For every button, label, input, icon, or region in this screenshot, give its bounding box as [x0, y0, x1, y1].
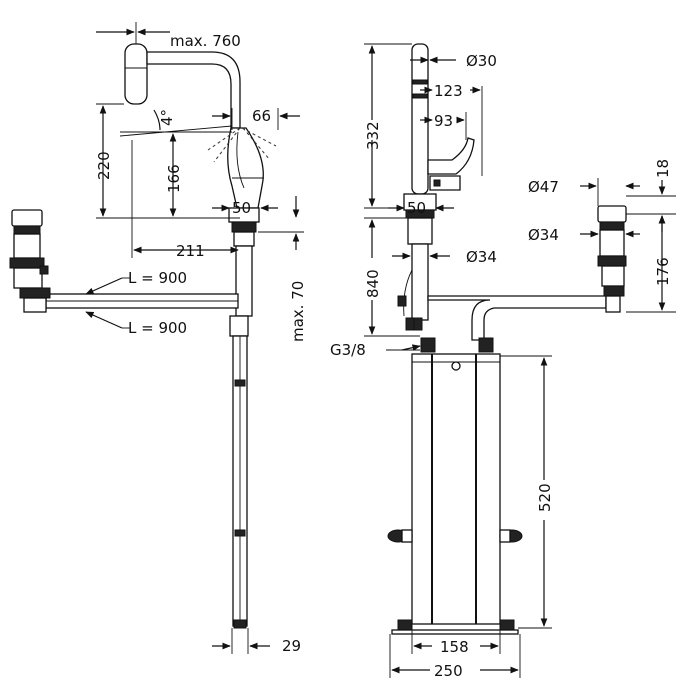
- faucet-side-view: [9, 43, 277, 629]
- shut-off-valve: [9, 209, 51, 313]
- faucet-body: [227, 127, 264, 317]
- label-520: 520: [536, 483, 554, 512]
- label-66: 66: [252, 107, 271, 125]
- label-93: 93: [434, 112, 453, 130]
- label-840: 840: [364, 269, 382, 298]
- label-dia-34-right: Ø34: [528, 226, 559, 244]
- label-50-left: 50: [232, 199, 251, 217]
- supply-hoses: [229, 315, 249, 629]
- label-4-degrees: 4°: [158, 109, 176, 126]
- pull-out-hose: [45, 293, 239, 309]
- spray-fan: [207, 127, 277, 163]
- left-dimensions: max. 760 4° 66 220 166 50 211: [85, 22, 307, 655]
- label-max-760: max. 760: [170, 32, 241, 50]
- label-50-right: 50: [407, 199, 426, 217]
- label-166: 166: [165, 164, 183, 193]
- label-332: 332: [364, 121, 382, 150]
- label-G3-8: G3/8: [330, 341, 366, 359]
- right-dimensions: Ø30 332 123 93 50 Ø34 840 G3/8: [330, 43, 676, 680]
- label-dia-30: Ø30: [466, 52, 497, 70]
- label-123: 123: [434, 82, 463, 100]
- label-18: 18: [654, 159, 672, 178]
- right-shut-off-valve: [597, 205, 627, 313]
- label-L900-bottom: L = 900: [128, 319, 187, 337]
- label-211: 211: [176, 242, 205, 260]
- left-bracket: [387, 529, 413, 543]
- label-dia-47: Ø47: [528, 178, 559, 196]
- label-29: 29: [282, 637, 301, 655]
- label-L900-top: L = 900: [128, 269, 187, 287]
- right-bracket: [499, 529, 523, 543]
- label-dia-34-mid: Ø34: [466, 248, 497, 266]
- label-250: 250: [434, 662, 463, 680]
- label-158: 158: [440, 638, 469, 656]
- faucet-front-view: [397, 43, 607, 353]
- label-176: 176: [654, 257, 672, 286]
- label-220: 220: [95, 151, 113, 180]
- mounting-stand: [387, 353, 523, 635]
- label-max-70: max. 70: [289, 281, 307, 342]
